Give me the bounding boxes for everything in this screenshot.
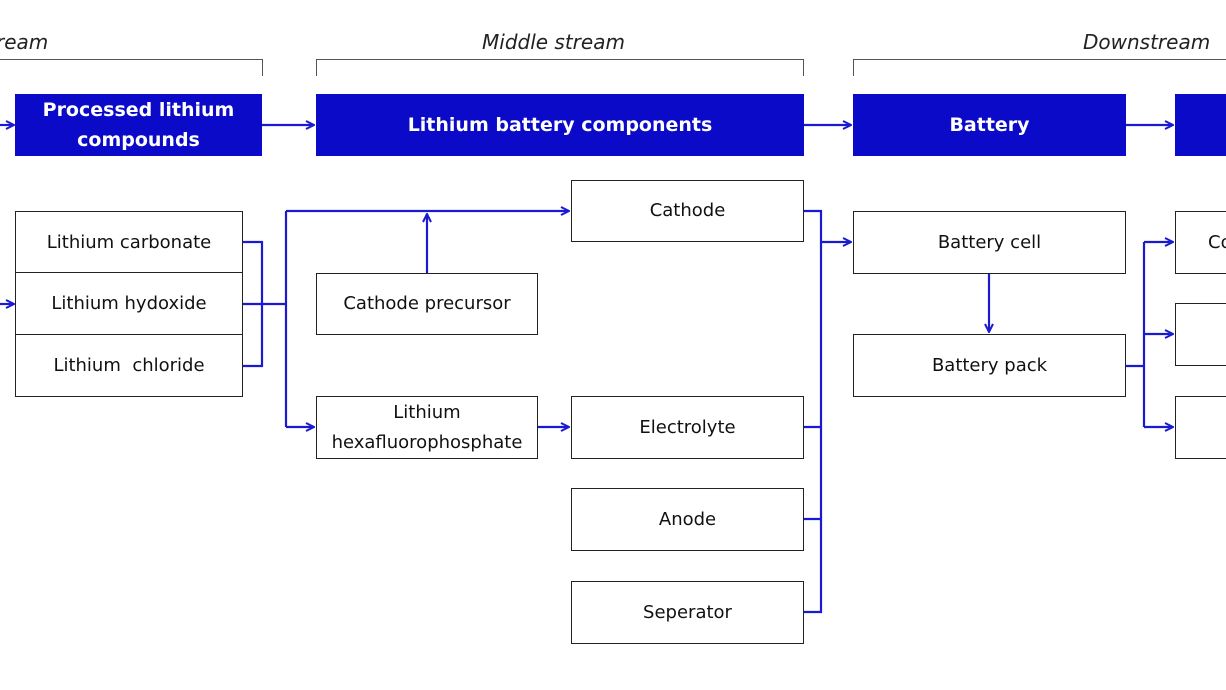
box-anode: Anode (571, 488, 804, 551)
stage-label-downstream: Downstream (1083, 30, 1211, 54)
box-battery-cell: Battery cell (853, 211, 1126, 274)
bracket-upstream (0, 59, 263, 76)
box-lithium-chloride: Lithium chloride (15, 334, 243, 397)
header-lithium-battery-components: Lithium battery components (316, 94, 804, 156)
box-battery-pack: Battery pack (853, 334, 1126, 397)
box-cathode: Cathode (571, 180, 804, 242)
header-processed-lithium-compounds: Processed lithium compounds (15, 94, 262, 156)
box-electrolyte: Electrolyte (571, 396, 804, 459)
box-lithium-carbonate: Lithium carbonate (15, 211, 243, 274)
bracket-downstream (853, 59, 1226, 76)
bracket-middle-stream (316, 59, 804, 76)
box-downstream-3 (1175, 396, 1226, 459)
box-separator: Seperator (571, 581, 804, 644)
header-battery: Battery (853, 94, 1126, 156)
box-lithium-hydroxide: Lithium hydoxide (15, 272, 243, 336)
box-downstream-1: Co (1175, 211, 1226, 274)
stage-label-middle-stream: Middle stream (482, 30, 625, 54)
box-downstream-2 (1175, 303, 1226, 366)
stage-label-upstream: ream (0, 30, 49, 54)
box-cathode-precursor: Cathode precursor (316, 273, 538, 335)
components-bus (804, 209, 823, 614)
box-lithium-hexafluorophosphate: Lithium hexafluorophosphate (316, 396, 538, 459)
header-downstream-partial (1175, 94, 1226, 156)
